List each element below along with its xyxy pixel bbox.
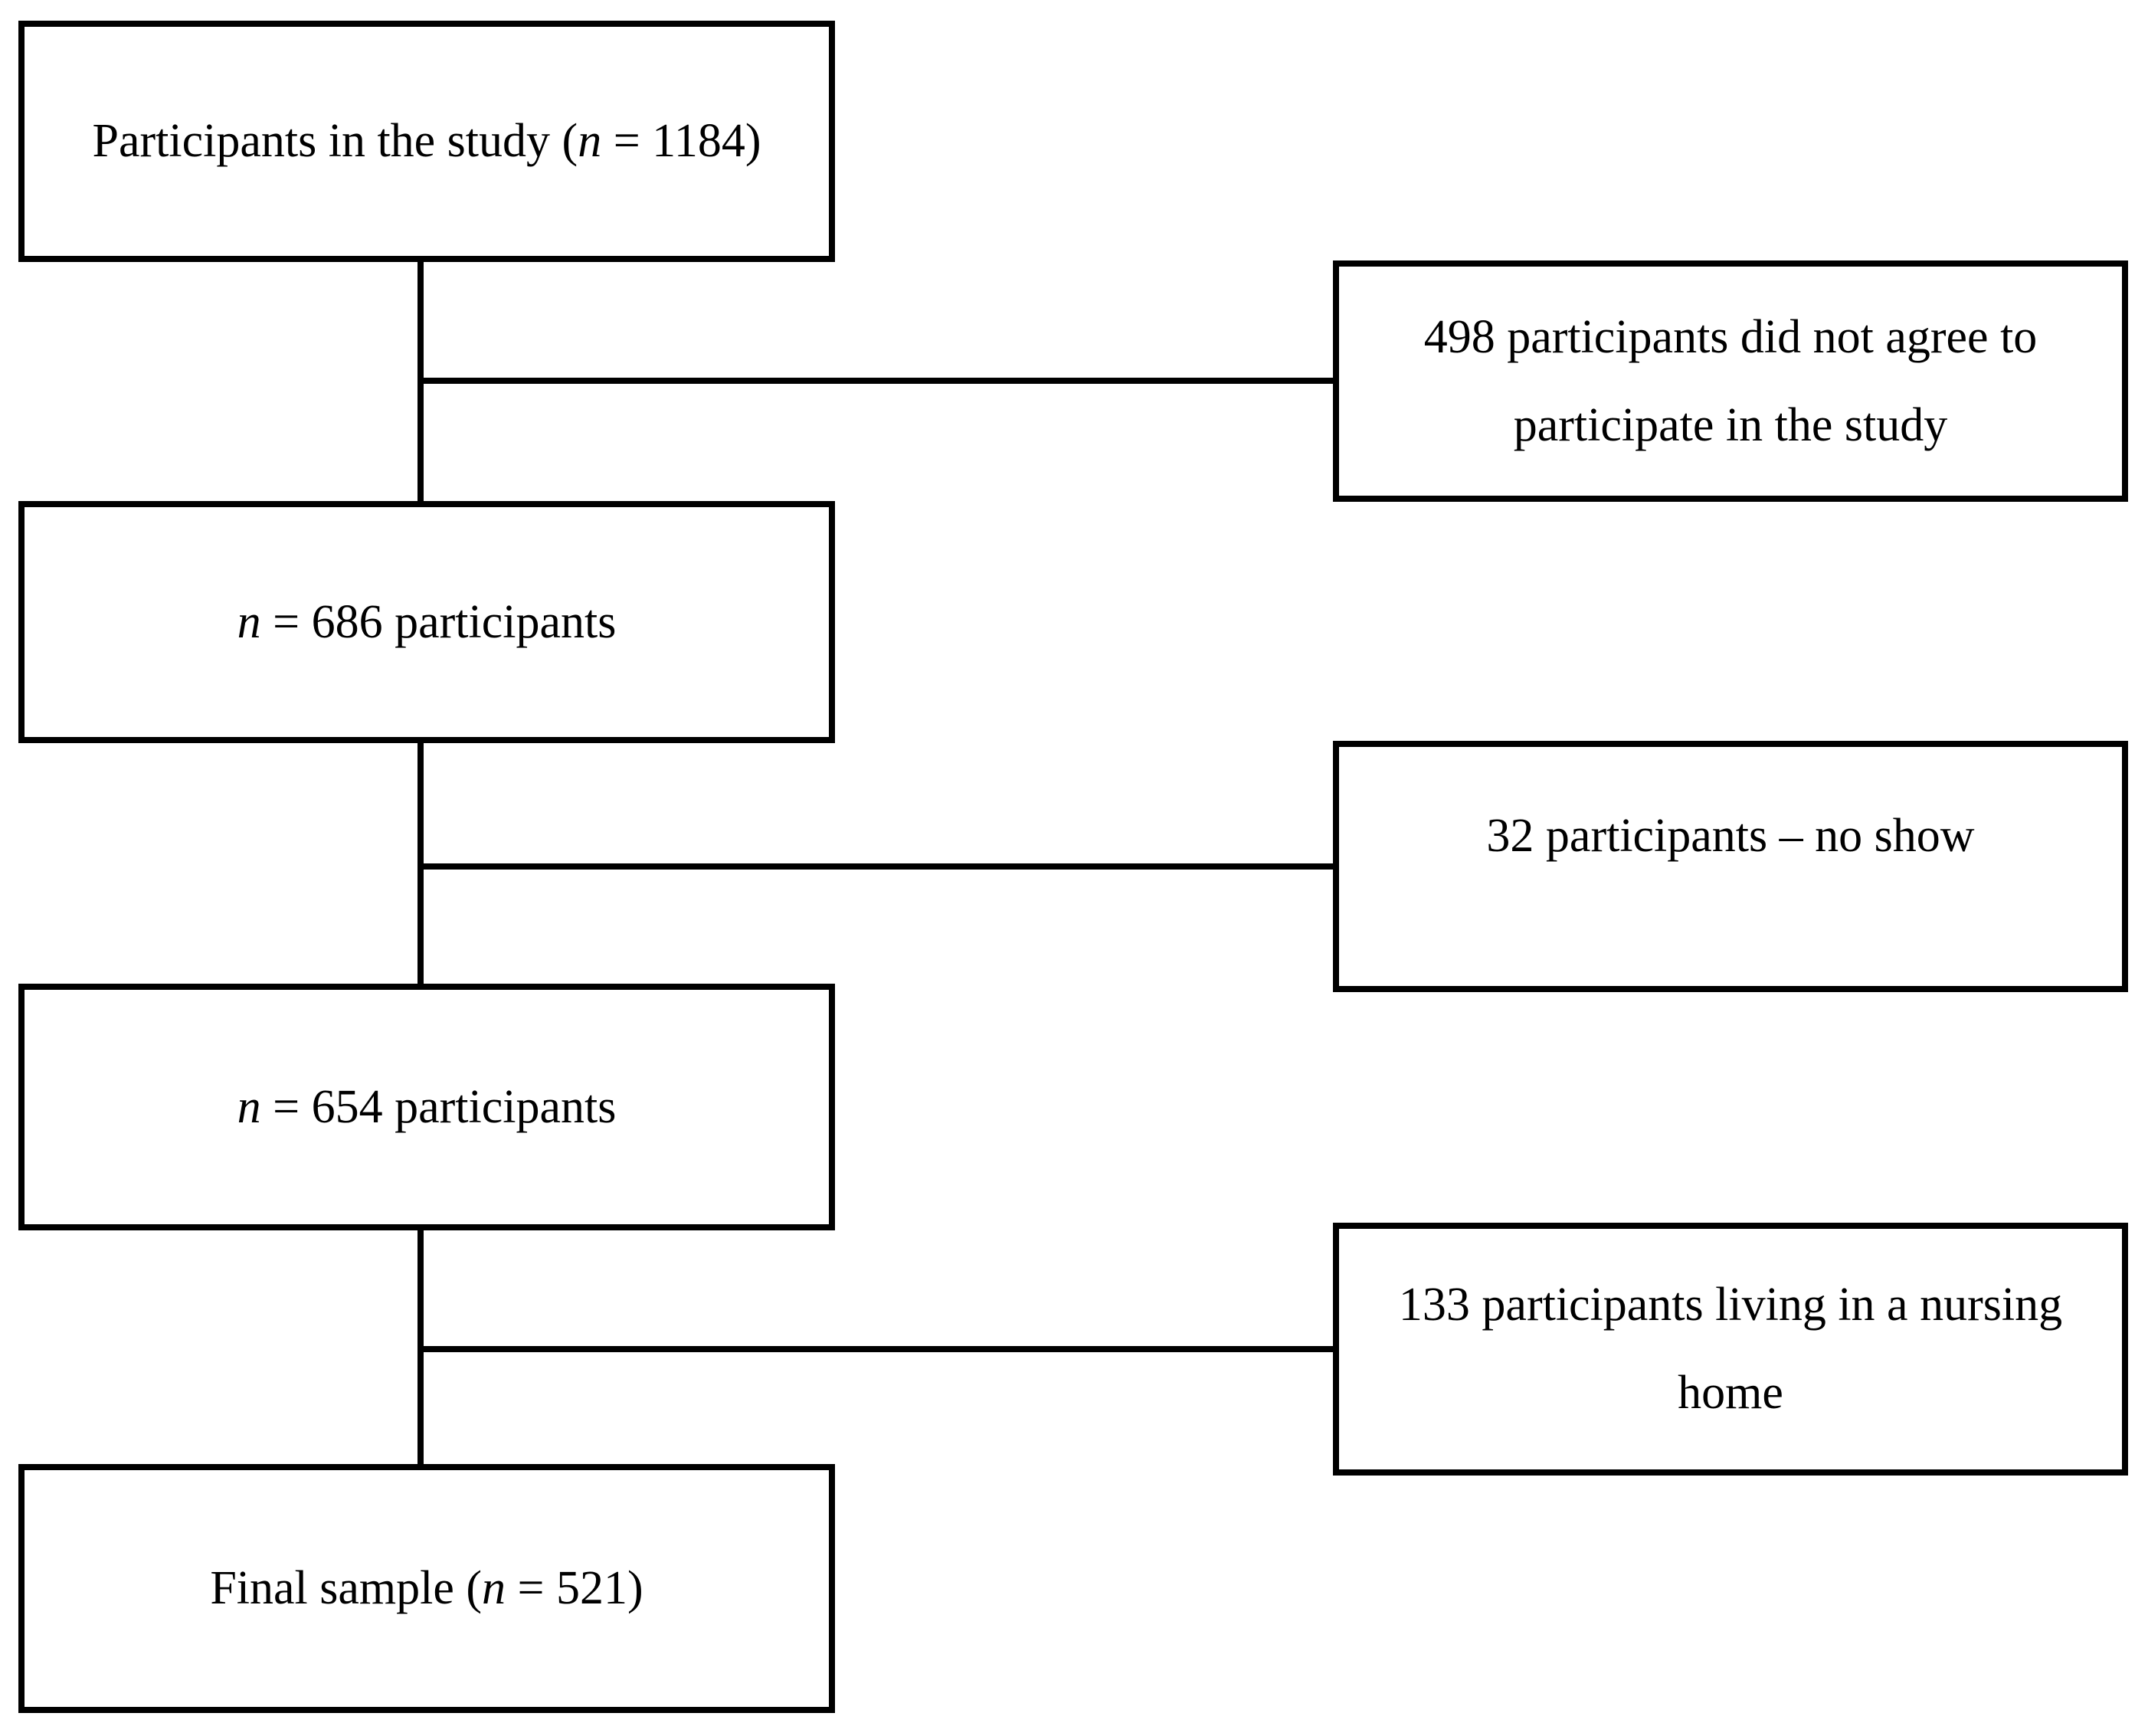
box-participants-study: Participants in the study (n = 1184) (18, 21, 835, 262)
box-excluded-no-show-label: 32 participants – no show (1486, 792, 1974, 880)
italic-n-symbol: n (237, 1080, 261, 1133)
italic-n-symbol: n (482, 1562, 506, 1615)
box-excluded-nursing-home-label: 133 participants living in a nursing home (1399, 1261, 2062, 1436)
text-segment-post: = 654 participants (260, 1080, 617, 1133)
text-segment-post: = 1184) (601, 115, 761, 168)
text-line: participate in the study (1513, 398, 1948, 451)
box-excluded-did-not-agree: 498 participants did not agree to partici… (1333, 260, 2128, 502)
text-segment-post: = 686 participants (260, 595, 617, 648)
box-participants-study-label: Participants in the study (n = 1184) (93, 97, 761, 185)
box-654-participants: n = 654 participants (18, 984, 835, 1230)
text-line: home (1678, 1367, 1783, 1419)
box-654-participants-label: n = 654 participants (237, 1063, 617, 1151)
connector-branch-1 (421, 378, 1336, 384)
text-segment-pre: Final sample ( (210, 1562, 483, 1615)
text-line: 32 participants – no show (1486, 809, 1975, 862)
italic-n-symbol: n (578, 115, 602, 168)
box-686-participants: n = 686 participants (18, 501, 835, 743)
box-686-participants-label: n = 686 participants (237, 578, 617, 667)
text-line: 498 participants did not agree to (1423, 310, 2038, 363)
box-excluded-did-not-agree-label: 498 participants did not agree to partici… (1424, 293, 2038, 469)
connector-branch-2 (421, 863, 1336, 870)
connector-branch-3 (421, 1346, 1336, 1352)
box-final-sample: Final sample (n = 521) (18, 1464, 835, 1713)
box-excluded-no-show: 32 participants – no show (1333, 741, 2128, 992)
italic-n-symbol: n (237, 595, 261, 648)
box-excluded-nursing-home: 133 participants living in a nursing home (1333, 1223, 2128, 1476)
text-segment-pre: Participants in the study ( (92, 115, 578, 168)
box-final-sample-label: Final sample (n = 521) (210, 1544, 643, 1633)
text-line: 133 participants living in a nursing (1398, 1279, 2063, 1331)
text-segment-post: = 521) (506, 1562, 643, 1615)
